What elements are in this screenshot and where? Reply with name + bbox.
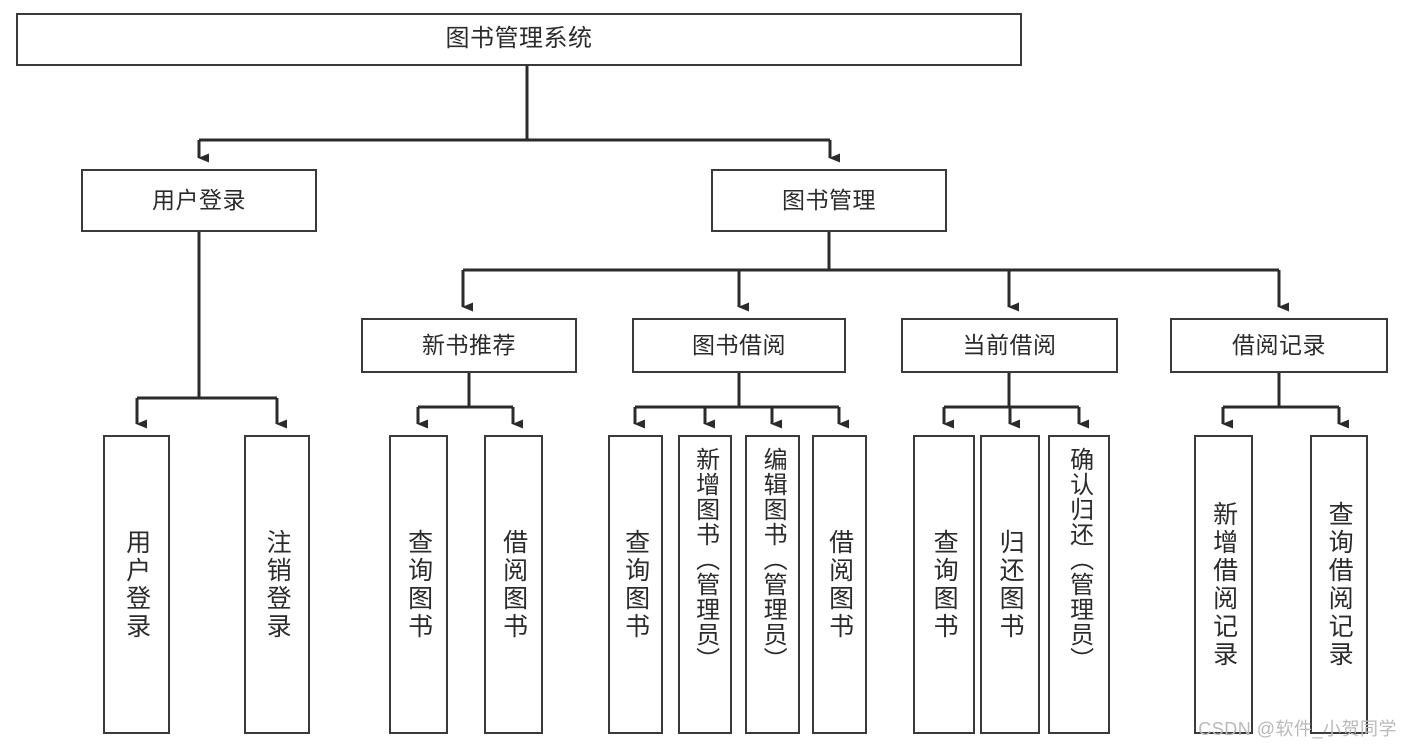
node-label: 图书借阅 [692, 331, 786, 358]
node-leaf-borrow-book[interactable]: 借阅图书 [812, 435, 867, 734]
node-leaf-confirm-return[interactable]: 确认归还（管理员） [1048, 435, 1110, 734]
node-label: 图书管理系统 [445, 25, 593, 53]
node-borrow-record[interactable]: 借阅记录 [1170, 318, 1388, 373]
node-label: 归还图书 [996, 528, 1025, 641]
node-label: 借阅图书 [499, 528, 528, 641]
node-label: 查询借阅记录 [1325, 500, 1354, 669]
node-leaf-borrow-book-recommend[interactable]: 借阅图书 [484, 435, 543, 734]
node-leaf-user-login[interactable]: 用户登录 [103, 435, 170, 734]
node-book-manage[interactable]: 图书管理 [711, 169, 947, 232]
node-label: 用户登录 [152, 186, 246, 213]
node-label: 借阅图书 [825, 528, 854, 641]
node-leaf-add-book[interactable]: 新增图书（管理员） [678, 435, 732, 734]
node-leaf-add-borrow-record[interactable]: 新增借阅记录 [1194, 435, 1253, 734]
node-label: 借阅记录 [1232, 331, 1326, 358]
node-label: 查询图书 [621, 528, 650, 641]
node-new-book-recommend[interactable]: 新书推荐 [361, 318, 577, 373]
node-user-login[interactable]: 用户登录 [81, 169, 317, 232]
node-label: 注销登录 [263, 528, 292, 641]
node-label: 确认归还（管理员） [1065, 447, 1093, 672]
node-label: 查询图书 [404, 528, 433, 641]
node-label: 用户登录 [122, 528, 151, 641]
node-leaf-query-borrow-record[interactable]: 查询借阅记录 [1310, 435, 1368, 734]
node-label: 当前借阅 [962, 331, 1057, 358]
node-leaf-query-book-recommend[interactable]: 查询图书 [389, 435, 448, 734]
node-label: 图书管理 [782, 186, 876, 213]
node-label: 新书推荐 [422, 331, 516, 358]
node-leaf-query-book-current[interactable]: 查询图书 [913, 435, 975, 734]
node-label: 查询图书 [930, 528, 959, 641]
node-book-borrow[interactable]: 图书借阅 [632, 318, 846, 373]
node-label: 新增图书（管理员） [691, 447, 719, 672]
node-leaf-return-book[interactable]: 归还图书 [980, 435, 1040, 734]
node-root-system[interactable]: 图书管理系统 [16, 13, 1022, 66]
node-leaf-user-logout[interactable]: 注销登录 [244, 435, 310, 734]
node-leaf-query-book-borrow[interactable]: 查询图书 [608, 435, 663, 734]
node-leaf-edit-book[interactable]: 编辑图书（管理员） [745, 435, 800, 734]
node-current-borrow[interactable]: 当前借阅 [901, 318, 1118, 373]
watermark: CSDN @软件_小贺同学 [1198, 719, 1397, 739]
node-label: 新增借阅记录 [1209, 500, 1238, 669]
node-label: 编辑图书（管理员） [759, 447, 787, 672]
